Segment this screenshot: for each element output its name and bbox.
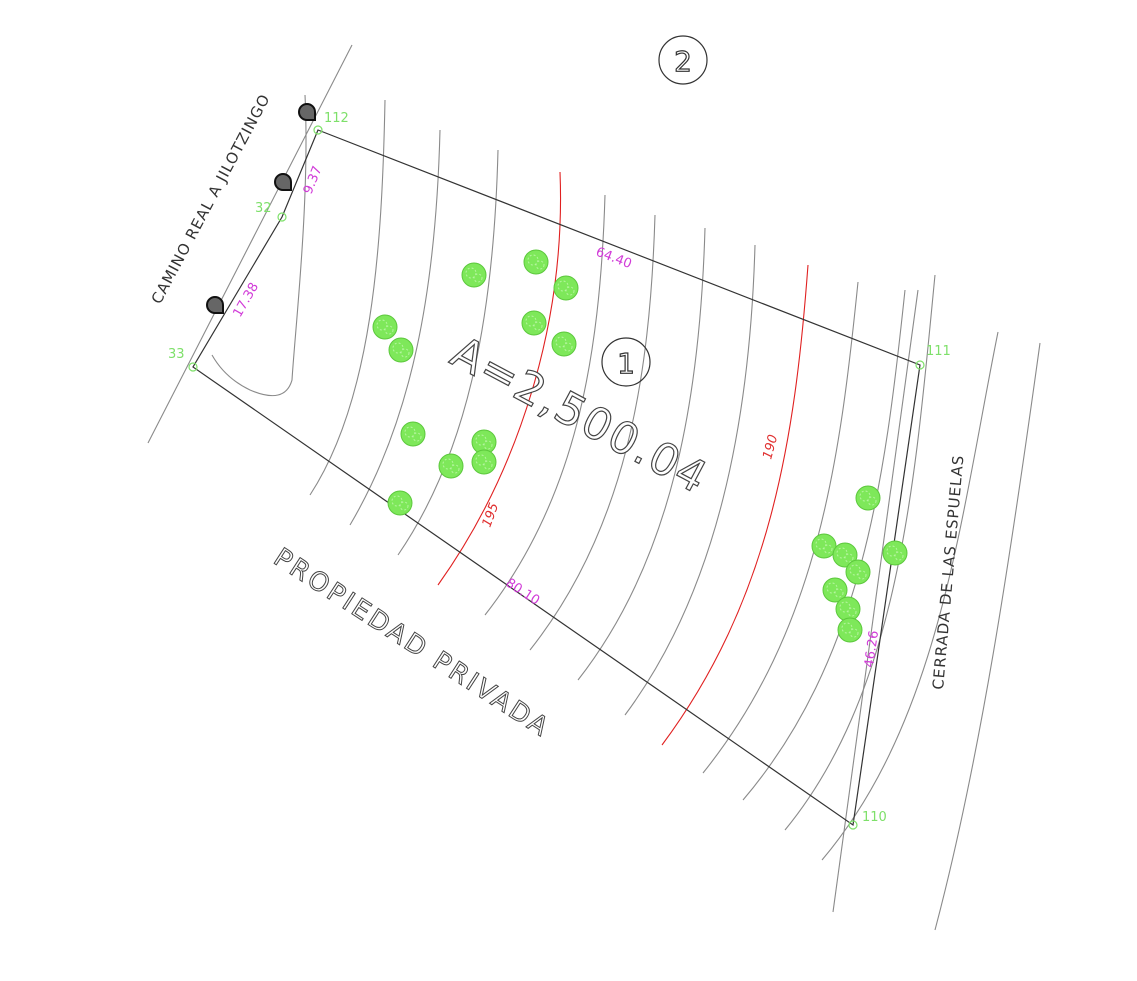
tree-icon bbox=[387, 490, 413, 516]
tree-icon bbox=[523, 249, 549, 275]
street-label-east: CERRADA DE LAS ESPUELAS bbox=[929, 454, 967, 690]
dimension-west-upper: 9.37 bbox=[301, 164, 326, 196]
tree-icon bbox=[438, 453, 464, 479]
contour-label-195: 195 bbox=[480, 501, 503, 529]
contour-line bbox=[702, 281, 859, 774]
contour-line bbox=[437, 171, 562, 586]
contour-line bbox=[832, 289, 919, 913]
dimension-west-lower: 17.38 bbox=[230, 280, 262, 320]
vertex-label-110: 110 bbox=[862, 810, 887, 825]
contour-line bbox=[577, 227, 706, 681]
vertex-marker-33 bbox=[188, 362, 198, 372]
street-label-south: PROPIEDAD PRIVADA bbox=[268, 543, 555, 744]
map-pin-icon[interactable] bbox=[273, 173, 292, 191]
tree-icon bbox=[372, 314, 398, 340]
contour-line bbox=[624, 244, 756, 716]
tree-icon bbox=[822, 577, 848, 603]
contour-line bbox=[784, 274, 936, 831]
tree-icon bbox=[845, 559, 871, 585]
contour-line bbox=[529, 214, 656, 651]
vertex-label-112: 112 bbox=[324, 111, 349, 126]
contour-label-190: 190 bbox=[760, 433, 781, 461]
vertex-marker-110 bbox=[848, 820, 858, 830]
vertex-marker-112 bbox=[313, 125, 323, 135]
lot-number-2: 2 bbox=[658, 35, 708, 85]
map-pin-icon[interactable] bbox=[205, 296, 224, 314]
vertex-marker-111 bbox=[915, 360, 925, 370]
tree-icon bbox=[388, 337, 414, 363]
svg-text:2: 2 bbox=[674, 45, 692, 78]
contour-line bbox=[934, 342, 1041, 931]
trees bbox=[372, 249, 908, 643]
contour-line bbox=[821, 331, 999, 861]
tree-icon bbox=[855, 485, 881, 511]
tree-icon bbox=[882, 540, 908, 566]
vertex-markers bbox=[188, 125, 925, 830]
dimension-north: 64.40 bbox=[594, 245, 634, 272]
tree-icon bbox=[837, 617, 863, 643]
map-pins bbox=[205, 103, 316, 314]
contour-line bbox=[397, 149, 499, 556]
vertex-label-32: 32 bbox=[255, 201, 272, 216]
tree-icon bbox=[461, 262, 487, 288]
tree-icon bbox=[835, 596, 861, 622]
tree-icon bbox=[551, 331, 577, 357]
tree-icon bbox=[553, 275, 579, 301]
contour-line bbox=[484, 194, 606, 616]
tree-icon bbox=[521, 310, 547, 336]
contour-line bbox=[349, 129, 441, 526]
tree-icon bbox=[400, 421, 426, 447]
vertex-marker-32 bbox=[277, 212, 287, 222]
vertex-label-111: 111 bbox=[926, 344, 951, 359]
contour-line bbox=[147, 44, 353, 444]
dimension-south: 80.10 bbox=[503, 576, 542, 609]
contour-line bbox=[661, 264, 809, 746]
lot-number-1: 1 bbox=[601, 337, 651, 387]
svg-text:1: 1 bbox=[617, 347, 635, 380]
contour-line bbox=[309, 99, 386, 496]
lot-boundary bbox=[192, 129, 921, 827]
vertex-label-33: 33 bbox=[168, 347, 185, 362]
tree-icon bbox=[832, 542, 858, 568]
dimension-east: 46.26 bbox=[862, 630, 882, 669]
map-pin-icon[interactable] bbox=[297, 103, 316, 121]
tree-icon bbox=[811, 533, 837, 559]
street-label-west: CAMINO REAL A JILOTZINGO bbox=[148, 91, 274, 307]
tree-icon bbox=[471, 449, 497, 475]
contour-line bbox=[211, 94, 307, 397]
lot-area-label: A=2,500.04 bbox=[443, 327, 717, 505]
